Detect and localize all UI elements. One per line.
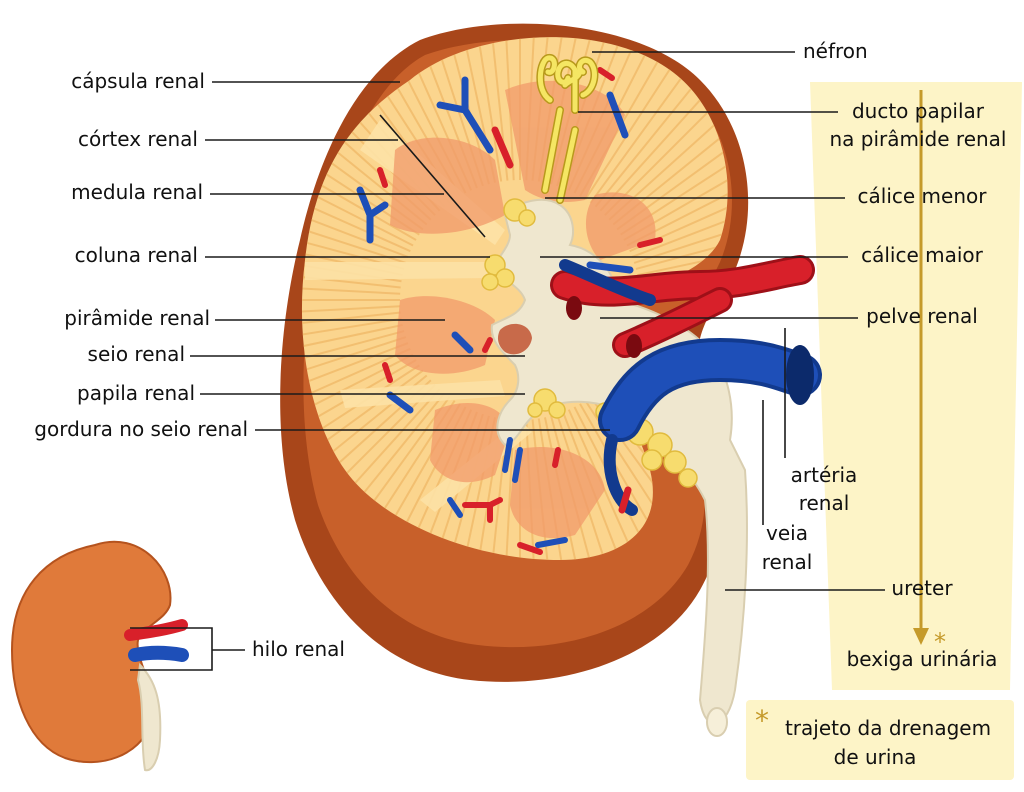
cortex-stripe bbox=[594, 66, 710, 208]
leader-coluna-diag bbox=[379, 114, 486, 238]
label-veia-renal-line1: veia bbox=[766, 521, 808, 545]
small-kidney-vein bbox=[128, 645, 189, 662]
label-coluna-renal: coluna renal bbox=[75, 243, 198, 267]
label-ducto-papilar-line1: ducto papilar bbox=[852, 99, 985, 123]
small-kidney-artery bbox=[124, 619, 188, 641]
pyramid-5 bbox=[430, 402, 510, 483]
cortex-stripe bbox=[301, 162, 414, 247]
label-calice-maior: cálice maior bbox=[861, 243, 984, 267]
label-arteria-renal-line1: artéria bbox=[791, 463, 858, 487]
renal-vein bbox=[559, 259, 822, 516]
label-ureter: ureter bbox=[891, 576, 953, 600]
cortex-stripe bbox=[301, 177, 411, 253]
renal-sinus-cavity bbox=[497, 323, 532, 355]
cortex-stripe bbox=[301, 347, 411, 423]
drainage-panel-background bbox=[810, 82, 1022, 690]
label-ducto-papilar-line2: na pirâmide renal bbox=[830, 127, 1007, 151]
cortex-stripe bbox=[503, 419, 515, 561]
cortex-stripe bbox=[301, 342, 409, 409]
legend-asterisk: * bbox=[755, 704, 769, 737]
pyramid-6 bbox=[510, 446, 605, 539]
cortex-stripe bbox=[301, 191, 409, 258]
cortex-stripe bbox=[631, 191, 728, 258]
label-piramide-renal: pirâmide renal bbox=[64, 306, 210, 330]
hilum-bracket bbox=[130, 627, 213, 671]
cortex-stripe bbox=[633, 206, 728, 264]
cortex-stripe bbox=[301, 364, 420, 465]
ureter-opening bbox=[706, 707, 728, 737]
label-veia-renal-line2: renal bbox=[762, 550, 813, 574]
cortex-stripe bbox=[301, 323, 403, 364]
cortex-stripe bbox=[301, 283, 401, 295]
drainage-asterisk: * bbox=[934, 628, 946, 656]
kidney-small bbox=[10, 540, 213, 772]
renal-artery bbox=[550, 255, 815, 358]
cortex-stripe bbox=[301, 311, 401, 333]
legend-text-line2: de urina bbox=[834, 745, 917, 769]
pyramid-1 bbox=[390, 137, 505, 234]
label-hilo-renal: hilo renal bbox=[252, 637, 345, 661]
small-kidney-ureter bbox=[136, 662, 162, 772]
legend-background bbox=[746, 700, 1014, 780]
leader-lines bbox=[190, 51, 885, 651]
label-papila-renal: papila renal bbox=[77, 381, 195, 405]
legend-text-line1: trajeto da drenagem bbox=[785, 716, 991, 740]
pyramid-4 bbox=[395, 296, 495, 374]
legend-box bbox=[746, 700, 1014, 780]
diagram-labels: néfron cápsula renal córtex renal medula… bbox=[34, 39, 1006, 769]
label-capsula-renal: cápsula renal bbox=[71, 69, 205, 93]
cortex-stripe bbox=[584, 47, 685, 200]
renal-pyramids bbox=[390, 80, 656, 539]
label-pelve-renal: pelve renal bbox=[866, 304, 978, 328]
label-gordura-seio-renal: gordura no seio renal bbox=[34, 417, 248, 441]
label-seio-renal: seio renal bbox=[88, 342, 185, 366]
nephron bbox=[536, 53, 599, 204]
cortex-stripe bbox=[301, 336, 407, 394]
pyramid-2 bbox=[505, 80, 625, 202]
label-bexiga-urinaria: bexiga urinária bbox=[847, 647, 998, 671]
cortex-stripe bbox=[472, 37, 503, 182]
urine-drainage-panel bbox=[810, 82, 1022, 690]
cortex-stripe bbox=[301, 317, 402, 348]
label-calice-menor: cálice menor bbox=[858, 184, 988, 208]
label-nefron: néfron bbox=[803, 39, 868, 63]
cortex-stripe bbox=[589, 56, 698, 204]
label-arteria-renal-line2: renal bbox=[799, 491, 850, 515]
label-medula-renal: medula renal bbox=[71, 180, 203, 204]
label-cortex-renal: córtex renal bbox=[78, 127, 198, 151]
cortical-vessels bbox=[356, 67, 663, 555]
cortex-stripe bbox=[301, 330, 405, 379]
cortex-stripe bbox=[301, 221, 405, 270]
kidney-main bbox=[280, 23, 822, 737]
drainage-arrow-head bbox=[913, 628, 929, 645]
cortex-stripe bbox=[301, 305, 401, 317]
cortex-stripe bbox=[301, 206, 407, 264]
